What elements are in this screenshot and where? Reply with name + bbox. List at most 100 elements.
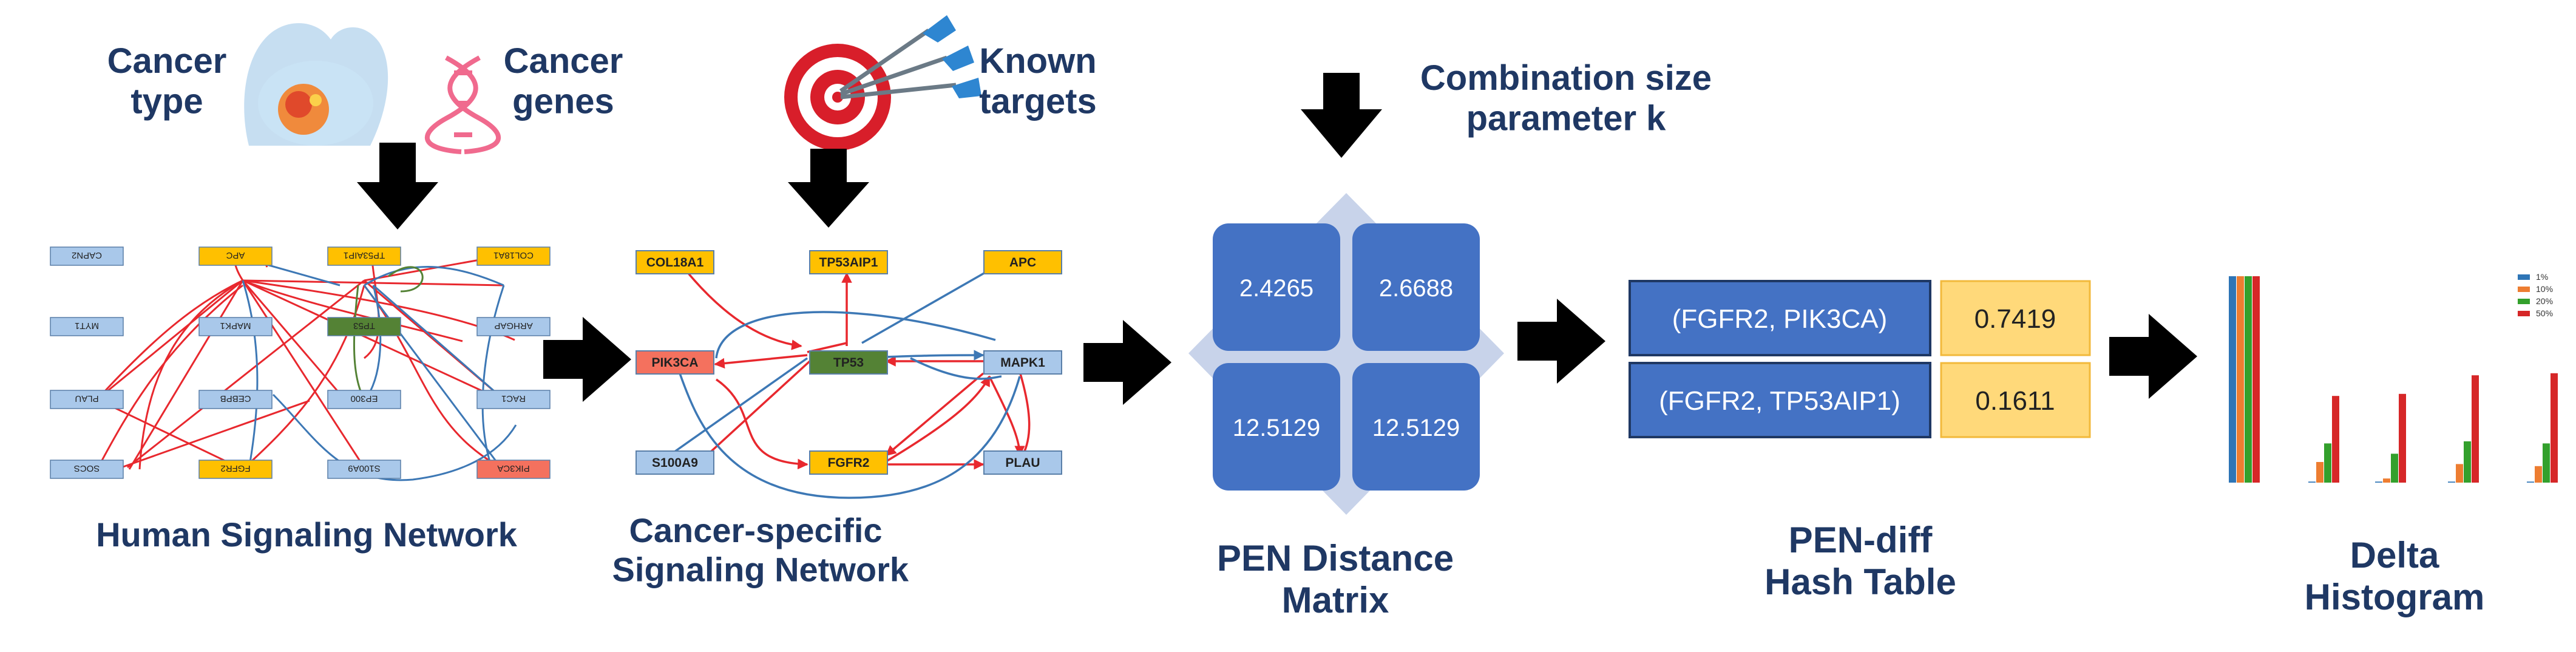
network-node: S100A9 — [636, 450, 714, 475]
network-node: PLAU — [983, 450, 1062, 475]
network-node: CAPN2 — [50, 246, 124, 266]
histogram-bar — [2391, 453, 2398, 483]
node-label: CAPN2 — [72, 250, 102, 260]
node-label: FGFR2 — [220, 463, 250, 474]
network-node: COL18A1 — [636, 250, 714, 274]
cancer-network-label: Cancer-specific Signaling Network — [603, 511, 909, 588]
node-label: TP53 — [353, 321, 375, 331]
matrix-cell: 2.6688 — [1352, 223, 1480, 351]
node-label: FGFR2 — [828, 456, 870, 470]
node-label: MAPK1 — [1000, 356, 1045, 370]
node-label: EP300 — [350, 393, 378, 404]
matrix-value: 2.6688 — [1379, 275, 1453, 302]
cancer-type-icon — [244, 23, 388, 146]
hash-key: (FGFR2, TP53AIP1) — [1659, 386, 1900, 416]
histogram-bar — [2527, 481, 2534, 483]
matrix-cell: 2.4265 — [1213, 223, 1340, 351]
node-label: PLAU — [75, 393, 98, 404]
network-node: ARHGAP — [476, 317, 551, 336]
node-label: PLAU — [1005, 456, 1040, 470]
network-node: FGFR2 — [809, 450, 888, 475]
down-arrow-network — [357, 143, 438, 229]
hash-value: 0.1611 — [1975, 386, 2055, 416]
legend-swatch — [2518, 299, 2530, 304]
node-label: TP53 — [833, 356, 864, 370]
node-label: S100A9 — [652, 456, 698, 470]
network-node: APC — [198, 246, 273, 266]
histogram-bar — [2448, 481, 2455, 483]
legend-label: 1% — [2536, 272, 2548, 282]
histogram-legend: 1%10%20%50% — [2518, 272, 2553, 318]
matrix-cell: 12.5129 — [1213, 363, 1340, 491]
node-label: CEBPB — [220, 393, 251, 404]
node-label: RAC1 — [501, 393, 526, 404]
network-node: PIK3CA — [636, 350, 714, 375]
histogram-bar — [2543, 443, 2550, 483]
network-node: TP53 — [327, 317, 401, 336]
histogram-bar — [2472, 375, 2479, 483]
node-label: PIK3CA — [497, 463, 529, 474]
legend-swatch — [2518, 287, 2530, 292]
node-label: MYT1 — [75, 321, 99, 331]
node-label: COL18A1 — [493, 250, 534, 260]
right-arrow-3 — [1517, 299, 1605, 384]
hash-row: (FGFR2, PIK3CA) 0.7419 — [1629, 280, 2091, 356]
hash-key: (FGFR2, PIK3CA) — [1672, 304, 1888, 334]
human-network-label: Human Signaling Network — [96, 515, 518, 554]
pen-diff-hash-table: (FGFR2, PIK3CA) 0.7419 (FGFR2, TP53AIP1)… — [1629, 280, 2091, 438]
node-label: SOCS — [74, 463, 100, 474]
node-label: MAPK1 — [220, 321, 251, 331]
down-arrow-k — [1301, 73, 1382, 158]
histogram-bar — [2316, 462, 2323, 483]
histogram-bar — [2464, 441, 2471, 483]
right-arrow-1 — [543, 317, 631, 402]
histogram-bar — [2245, 276, 2252, 483]
histogram-bar — [2456, 464, 2463, 483]
network-node: CEBPB — [198, 390, 273, 409]
node-label: COL18A1 — [646, 256, 704, 270]
histogram-bar — [2551, 373, 2558, 483]
network-node: RAC1 — [476, 390, 551, 409]
network-node: APC — [983, 250, 1062, 274]
node-label: ARHGAP — [494, 321, 532, 331]
matrix-value: 12.5129 — [1233, 415, 1321, 441]
network-node: COL18A1 — [476, 246, 551, 266]
histogram-bar — [2383, 478, 2390, 483]
human-signaling-network — [96, 246, 518, 481]
histogram-bar — [2252, 276, 2260, 483]
hash-row: (FGFR2, TP53AIP1) 0.1611 — [1629, 362, 2091, 438]
histogram-bar — [2375, 481, 2382, 483]
histogram-bar — [2308, 481, 2316, 483]
histogram-bar — [2229, 276, 2236, 483]
target-icon — [784, 15, 981, 151]
network-node: TP53 — [809, 350, 888, 375]
node-label: TP53AIP1 — [819, 256, 878, 270]
dna-icon — [424, 55, 501, 154]
network-node: MYT1 — [50, 317, 124, 336]
legend-label: 20% — [2536, 296, 2553, 306]
right-arrow-2 — [1083, 320, 1171, 405]
matrix-value: 2.4265 — [1239, 275, 1313, 302]
legend-label: 50% — [2536, 308, 2553, 318]
node-label: PIK3CA — [651, 356, 698, 370]
network-node: SOCS — [50, 460, 124, 479]
histogram-bar — [2324, 443, 2331, 483]
network-node: TP53AIP1 — [327, 246, 401, 266]
right-arrow-4 — [2109, 314, 2197, 399]
histogram-bar — [2332, 396, 2339, 483]
network-node: S100A9 — [327, 460, 401, 479]
legend-swatch — [2518, 311, 2530, 316]
network-node: PLAU — [50, 390, 124, 409]
network-node: PIK3CA — [476, 460, 551, 479]
histogram-bar — [2399, 393, 2406, 483]
network-node: FGFR2 — [198, 460, 273, 479]
